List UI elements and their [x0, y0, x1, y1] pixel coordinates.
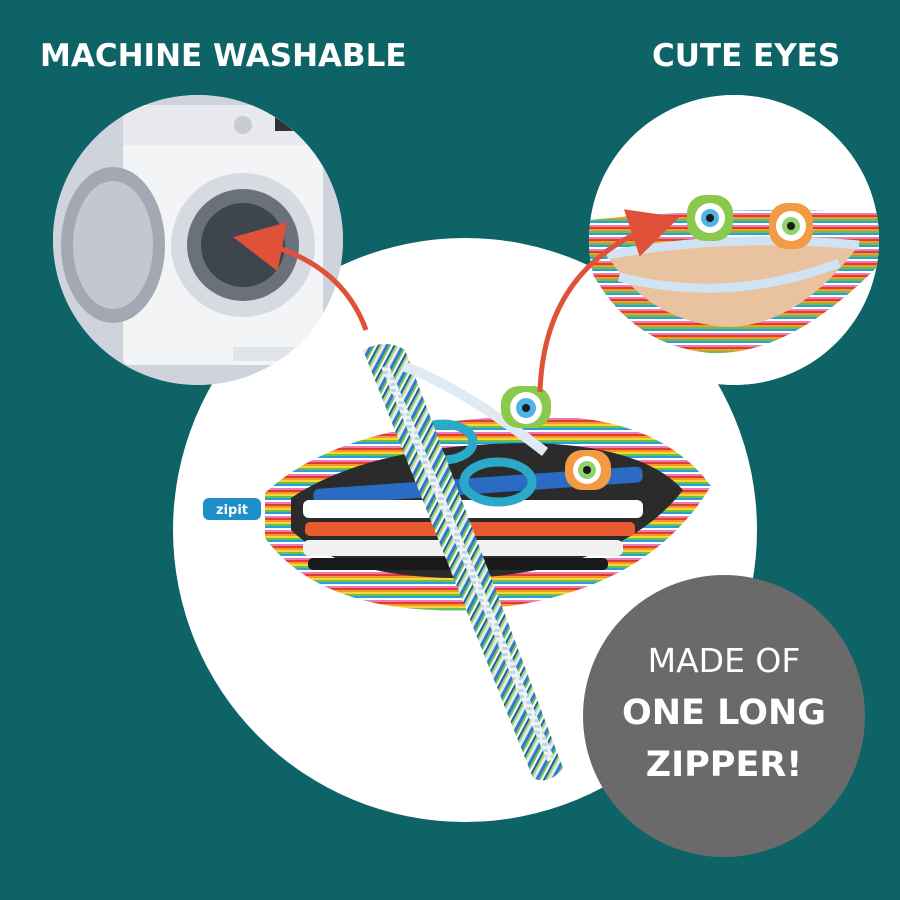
cute-eyes-circle: [589, 95, 879, 385]
svg-text:zipit: zipit: [216, 503, 248, 518]
eyes-arrow: [537, 209, 680, 393]
badge-line-3: ZIPPER!: [645, 745, 803, 785]
closeup-eye-right: [769, 203, 813, 249]
brand-tag: zipit: [203, 498, 261, 520]
badge-line-1: MADE OF: [647, 641, 801, 680]
eye-right: [565, 450, 611, 490]
machine-washable-caption: MACHINE WASHABLE: [40, 38, 407, 74]
badge-line-2: ONE LONG: [622, 693, 826, 733]
closeup-eye-left: [687, 195, 733, 241]
pencil-case-illustration: zipit: [203, 344, 711, 781]
washing-machine-icon: [53, 95, 343, 385]
washable-arrow: [233, 222, 369, 331]
washing-machine-circle: [53, 95, 343, 385]
eye-left: [501, 386, 551, 428]
one-long-zipper-badge: MADE OF ONE LONG ZIPPER!: [583, 575, 865, 857]
cute-eyes-caption: CUTE EYES: [652, 38, 841, 74]
